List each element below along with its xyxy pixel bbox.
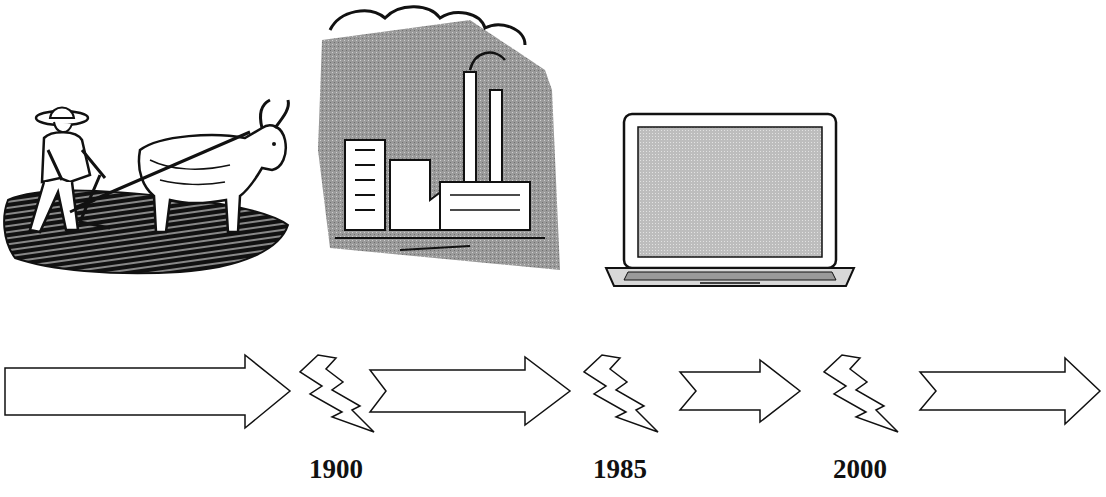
- lightning-bolt: [300, 355, 374, 432]
- era-arrow: [680, 360, 800, 422]
- laptop-illustration: [606, 114, 854, 286]
- lightning-bolt: [824, 355, 898, 432]
- era-arrow: [920, 358, 1100, 424]
- era-arrow: [370, 357, 570, 425]
- year-label: 2000: [833, 456, 887, 483]
- year-label: 1900: [309, 456, 363, 483]
- factory-illustration: [318, 7, 560, 270]
- lightning-bolt: [584, 355, 658, 432]
- farming-woodcut: [4, 100, 288, 273]
- year-label: 1985: [593, 456, 647, 483]
- era-arrow: [5, 355, 290, 428]
